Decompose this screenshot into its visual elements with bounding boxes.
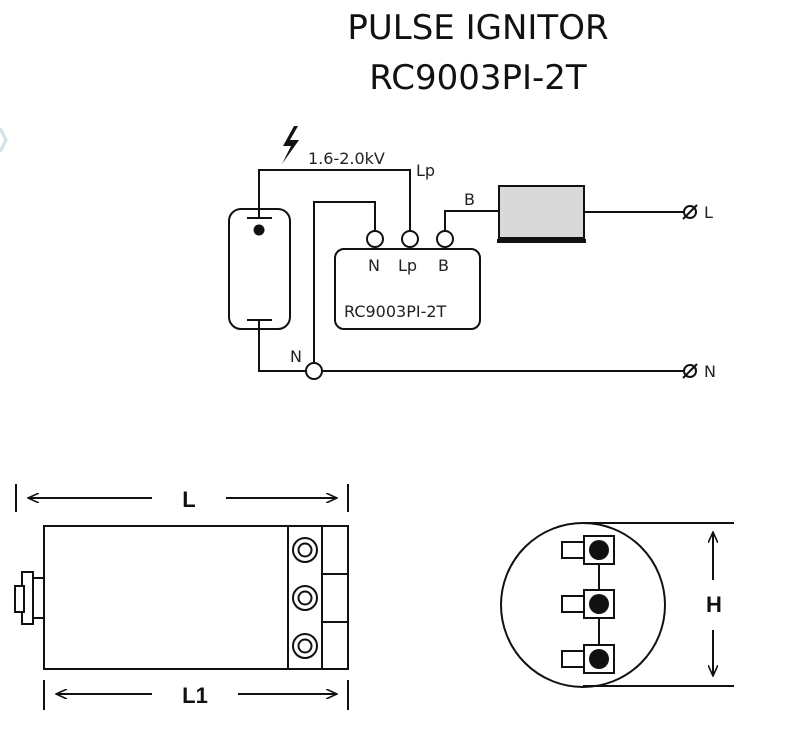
terminal-lp-label: Lp xyxy=(398,256,417,275)
end-view: H xyxy=(500,522,734,688)
dim-h-label: H xyxy=(706,592,722,617)
edge-mark xyxy=(0,127,8,153)
diagram-title: PULSE IGNITOR xyxy=(347,8,609,48)
diagram-subtitle: RC9003PI-2T xyxy=(369,58,587,98)
n-wire-label: N xyxy=(290,347,302,366)
supply-n-label: N xyxy=(704,362,716,381)
terminal-icon xyxy=(292,633,318,659)
junction-node xyxy=(305,362,323,380)
lightning-icon xyxy=(282,126,299,164)
wiring-diagram: 1.6-2.0kV Lp N N Lp B RC9003PI-2T B xyxy=(228,126,716,381)
terminal-n xyxy=(366,230,384,248)
terminal-block xyxy=(561,644,615,674)
supply-l-label: L xyxy=(704,203,713,222)
side-view: L L1 xyxy=(14,484,349,710)
ignitor-label: RC9003PI-2T xyxy=(344,302,447,321)
dim-l1-label: L1 xyxy=(182,683,208,708)
terminal-block xyxy=(561,535,615,565)
supply-terminal-n xyxy=(682,363,698,379)
dim-l-label: L xyxy=(182,487,195,512)
b-wire-label: B xyxy=(464,190,475,209)
ballast-icon xyxy=(497,185,586,243)
terminal-b xyxy=(436,230,454,248)
terminal-icon xyxy=(292,585,318,611)
terminal-n-label: N xyxy=(368,256,380,275)
supply-terminal-l xyxy=(682,204,698,220)
lp-wire-label: Lp xyxy=(416,161,435,180)
terminal-lp xyxy=(401,230,419,248)
ignitor-block xyxy=(334,248,481,330)
voltage-label: 1.6-2.0kV xyxy=(308,149,385,168)
lamp-icon xyxy=(228,208,291,330)
mounting-stud xyxy=(14,571,45,625)
terminal-icon xyxy=(292,537,318,563)
terminal-b-label: B xyxy=(438,256,449,275)
